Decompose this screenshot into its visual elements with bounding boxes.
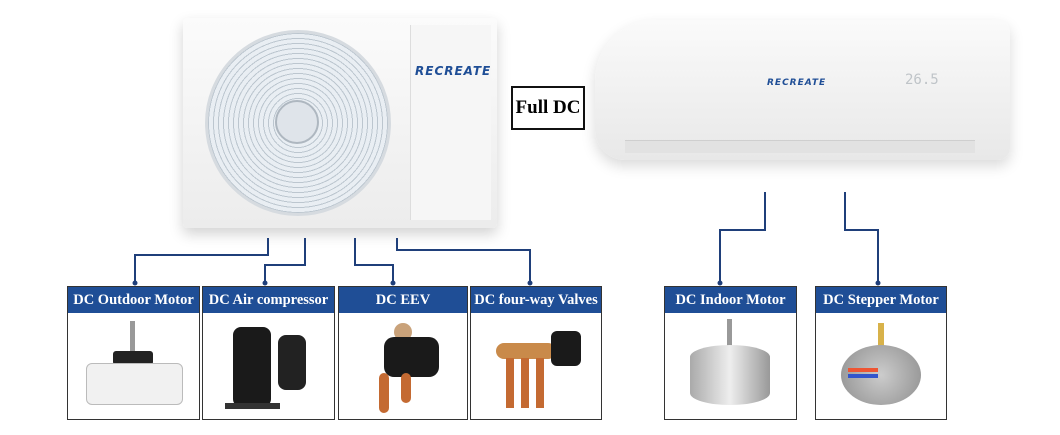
component-label: DC Air compressor <box>203 287 334 313</box>
stepper-motor-image <box>816 313 946 419</box>
component-four-way-valves: DC four-way Valves <box>470 286 602 420</box>
connector-four-way <box>396 238 531 282</box>
component-eev: DC EEV <box>338 286 468 420</box>
connector-outdoor-motor <box>134 238 269 282</box>
temperature-display: 26.5 <box>905 72 939 88</box>
connector-indoor-motor <box>719 192 766 282</box>
component-label: DC EEV <box>339 287 467 313</box>
component-label: DC Outdoor Motor <box>68 287 199 313</box>
connector-stepper-motor <box>844 192 879 282</box>
outdoor-brand-logo: RECREATE <box>415 64 492 78</box>
connector-eev <box>354 238 394 282</box>
indoor-motor-image <box>665 313 796 419</box>
outdoor-motor-image <box>68 313 199 419</box>
component-indoor-motor: DC Indoor Motor <box>664 286 797 420</box>
component-air-compressor: DC Air compressor <box>202 286 335 420</box>
connector-compressor <box>264 238 306 282</box>
indoor-unit <box>595 20 1010 160</box>
component-label: DC Stepper Motor <box>816 287 946 313</box>
indoor-brand-logo: RECREATE <box>767 78 827 88</box>
component-outdoor-motor: DC Outdoor Motor <box>67 286 200 420</box>
air-compressor-image <box>203 313 334 419</box>
component-label: DC Indoor Motor <box>665 287 796 313</box>
component-stepper-motor: DC Stepper Motor <box>815 286 947 420</box>
component-label: DC four-way Valves <box>471 287 601 313</box>
fan-hub <box>275 100 319 144</box>
indoor-vent <box>625 140 975 153</box>
four-way-valve-image <box>471 313 601 419</box>
outdoor-side-panel <box>410 25 491 220</box>
full-dc-label: Full DC <box>511 86 585 130</box>
eev-image <box>339 313 467 419</box>
